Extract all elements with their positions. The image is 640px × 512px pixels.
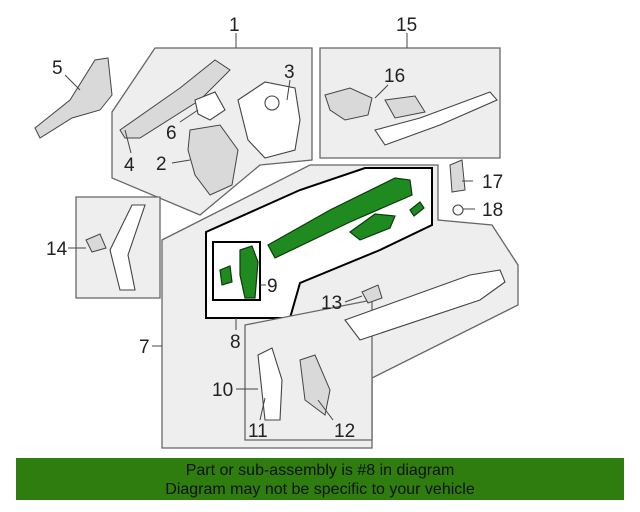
part-16-bracket <box>324 87 373 121</box>
part-8-main-rail <box>267 177 413 259</box>
callout-11: 11 <box>248 421 268 442</box>
callout-1: 1 <box>229 15 240 36</box>
callout-10: 10 <box>212 380 233 401</box>
leader-13 <box>344 295 363 303</box>
callout-17: 17 <box>482 172 503 193</box>
leader-3 <box>286 79 291 101</box>
callout-9: 9 <box>267 276 278 297</box>
part-7-rocker <box>344 269 506 341</box>
notice-banner: Part or sub-assembly is #8 in diagram Di… <box>16 458 624 500</box>
callout-18: 18 <box>482 200 503 221</box>
part-8-clip <box>409 201 425 217</box>
part-3-hole <box>264 95 280 111</box>
leader-11 <box>259 397 266 421</box>
part-14-pillar <box>109 204 146 291</box>
part-14-bracket <box>85 233 107 253</box>
leader-16 <box>374 84 389 99</box>
callout-8: 8 <box>230 332 241 353</box>
leader-4 <box>124 129 132 154</box>
parts-diagram: 1 15 5 3 16 6 4 2 17 18 14 9 13 8 7 10 1… <box>34 15 519 449</box>
callout-14: 14 <box>46 239 68 260</box>
callout-15: 15 <box>396 15 417 36</box>
callout-4: 4 <box>124 155 135 176</box>
leader-5 <box>64 74 81 91</box>
callout-6: 6 <box>166 123 177 144</box>
part-15-rail <box>374 91 498 146</box>
leader-6 <box>179 109 199 123</box>
part-9-small <box>219 265 233 286</box>
part-15-panel <box>384 95 426 119</box>
callout-7: 7 <box>139 337 150 358</box>
part-13-bracket <box>361 284 383 304</box>
banner-line-2: Diagram may not be specific to your vehi… <box>165 481 475 498</box>
part-17-bracket <box>449 159 466 193</box>
callout-5: 5 <box>52 58 63 79</box>
leader-2 <box>171 159 191 164</box>
callout-2: 2 <box>156 154 167 175</box>
leader-12 <box>317 399 334 421</box>
part-9-reinforcement <box>239 245 259 299</box>
banner-line-1: Part or sub-assembly is #8 in diagram <box>185 462 455 479</box>
callout-3: 3 <box>284 62 295 83</box>
callout-13: 13 <box>321 293 342 314</box>
part-6-bracket <box>194 91 226 121</box>
part-12-panel <box>299 354 331 416</box>
part-2-housing <box>187 124 239 196</box>
part-18-bolt <box>452 204 464 216</box>
callout-16: 16 <box>384 66 405 87</box>
callout-12: 12 <box>334 421 355 442</box>
part-5-rail <box>34 57 113 139</box>
part-8-bracket <box>349 213 396 241</box>
part-3-wheelhouse <box>237 81 301 159</box>
